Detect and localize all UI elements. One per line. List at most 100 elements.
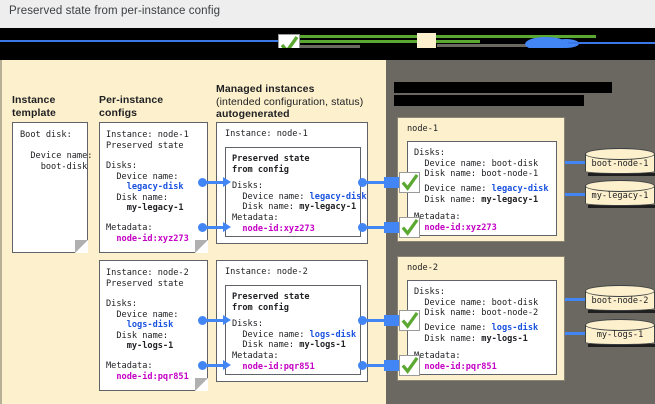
connector-arrow-pic2-disk bbox=[223, 315, 231, 325]
column-header-per-instance-configs: Per-instance configs bbox=[99, 94, 163, 119]
mi1-device-name-label: Device name: bbox=[232, 191, 310, 202]
mi2-preserved-line2: from config bbox=[232, 302, 289, 313]
pic1-metadata-value: node-id:xyz273 bbox=[106, 233, 189, 244]
pic1-device-name-label: Device name: bbox=[106, 171, 179, 182]
pic1-instance-line: Instance: node-1 bbox=[106, 130, 189, 140]
connector-square-mi2-metadata bbox=[384, 360, 400, 371]
disk-cylinder-my-logs-1: my-logs-1 bbox=[585, 319, 655, 345]
connector-dot-mi2-disk bbox=[358, 316, 367, 325]
legend-dark-rule-2 bbox=[437, 44, 547, 47]
node-group-node-1: node-1 Disks: Device name: boot-disk Dis… bbox=[397, 117, 565, 242]
disk-link-boot-node-1 bbox=[565, 161, 585, 164]
boot-device-name-label: Device name: bbox=[20, 151, 93, 162]
disk-shadow-my-logs-1 bbox=[588, 344, 655, 347]
legend-blue-line-icon bbox=[0, 40, 290, 42]
mi1-metadata-value: node-id:xyz273 bbox=[232, 223, 315, 234]
column-header-managed-instances: Managed instances (intended configuratio… bbox=[216, 83, 363, 121]
pic2-disks: Disks: Device name: logs-disk Disk name:… bbox=[106, 299, 178, 352]
disk-label-boot-node-2: boot-node-2 bbox=[591, 296, 649, 306]
connector-line-pic1-metadata bbox=[206, 226, 224, 229]
connector-dot-mi1-disk bbox=[358, 178, 367, 187]
node1-pres-device-value: legacy-disk bbox=[491, 184, 549, 194]
pic1-disks-label: Disks: bbox=[106, 161, 138, 171]
mi2-disk-name-value: my-logs-1 bbox=[299, 340, 346, 351]
connector-dot-mi2-metadata bbox=[358, 361, 367, 370]
connector-line-pic2-disk bbox=[206, 319, 224, 322]
per-instance-head-line1: Per-instance bbox=[99, 94, 164, 106]
legend-dark-rule-1 bbox=[300, 45, 360, 48]
connector-dot-mi1-metadata bbox=[358, 223, 367, 232]
node2-disks-label: Disks: bbox=[414, 287, 446, 297]
node-group-node-2: node-2 Disks: Device name: boot-disk Dis… bbox=[397, 256, 565, 381]
legend-blue-line-icon-2 bbox=[568, 42, 655, 44]
pic1-metadata: Metadata: node-id:xyz273 bbox=[106, 223, 189, 244]
node2-metadata-value: node-id:pqr851 bbox=[414, 361, 497, 372]
status-check-icon-node1-metadata bbox=[399, 217, 420, 238]
node1-metadata: Metadata: node-id:xyz273 bbox=[414, 212, 497, 233]
per-instance-head-line2: configs bbox=[99, 106, 138, 119]
left-pane-edge bbox=[0, 60, 2, 404]
mi2-metadata-label: Metadata: bbox=[232, 351, 279, 361]
instance-template-text: Boot disk: Device name: boot-disk bbox=[20, 130, 92, 172]
connector-line-pic1-disk bbox=[206, 181, 224, 184]
mi2-device-name-value: logs-disk bbox=[309, 329, 357, 340]
mi1-disks: Disks: Device name: legacy-disk Disk nam… bbox=[232, 181, 367, 213]
node2-inner-box: Disks: Device name: boot-disk Disk name:… bbox=[407, 280, 557, 375]
mi2-preserved: Preserved state from config bbox=[232, 292, 310, 313]
node2-boot-device-line: Device name: boot-disk bbox=[414, 297, 539, 308]
mi2-inner-box: Preserved state from config Disks: Devic… bbox=[225, 285, 361, 375]
connector-square-mi1-disk bbox=[384, 177, 400, 188]
disk-cylinder-boot-node-2: boot-node-2 bbox=[585, 285, 655, 311]
connector-line-mi1-disk bbox=[366, 181, 386, 184]
node2-metadata-label: Metadata: bbox=[414, 351, 461, 361]
node2-boot-disk-line: Disk name: boot-node-2 bbox=[414, 308, 539, 319]
pic1-disks: Disks: Device name: legacy-disk Disk nam… bbox=[106, 161, 184, 214]
instance-template-card: Boot disk: Device name: boot-disk bbox=[12, 122, 92, 253]
disk-label-my-logs-1: my-logs-1 bbox=[596, 330, 644, 340]
node1-pres-disk-value: my-legacy-1 bbox=[481, 194, 539, 205]
connector-square-mi2-disk bbox=[384, 315, 400, 326]
disk-shadow-boot-node-2 bbox=[588, 310, 655, 313]
mi2-metadata: Metadata: node-id:pqr851 bbox=[232, 351, 315, 372]
connector-arrow-pic1-disk bbox=[223, 177, 231, 187]
node1-title: node-1 bbox=[407, 124, 439, 134]
diagram-body: Instance template Per-instance configs M… bbox=[0, 60, 655, 404]
connector-arrow-pic1-metadata bbox=[223, 222, 231, 232]
managed-instance-card-node-2: Instance: node-2 Preserved state from co… bbox=[216, 260, 368, 382]
connector-dot-pic1-metadata bbox=[198, 223, 207, 232]
mi1-inner-box: Preserved state from config Disks: Devic… bbox=[225, 147, 367, 237]
mi2-title: Instance: node-2 bbox=[225, 267, 308, 277]
pic1-title: Instance: node-1 Preserved state bbox=[106, 130, 189, 151]
connector-arrow-pic2-metadata bbox=[223, 360, 231, 370]
node1-boot-disk-line: Disk name: boot-node-1 bbox=[414, 169, 539, 180]
managed-instance-card-node-1: Instance: node-1 Preserved state from co… bbox=[216, 122, 368, 244]
node2-pres-device-value: logs-disk bbox=[491, 323, 539, 333]
connector-square-mi1-metadata bbox=[384, 222, 400, 233]
pic2-title: Instance: node-2 Preserved state bbox=[106, 268, 189, 289]
node1-metadata-value: node-id:xyz273 bbox=[414, 222, 497, 233]
disk-shadow-my-legacy-1 bbox=[588, 205, 655, 208]
legend-band bbox=[0, 28, 655, 60]
node1-pres-disks: Device name: legacy-disk Disk name: my-l… bbox=[414, 184, 549, 205]
connector-line-mi1-metadata bbox=[366, 226, 386, 229]
pic2-metadata: Metadata: node-id:pqr851 bbox=[106, 361, 189, 382]
legend-green-rule-2 bbox=[300, 40, 480, 43]
pic1-device-name-value: legacy-disk bbox=[106, 182, 184, 193]
node2-pres-disk-label: Disk name: bbox=[414, 333, 482, 344]
node1-metadata-label: Metadata: bbox=[414, 212, 461, 222]
managed-instances-head-line2: (intended configuration, status) bbox=[216, 95, 364, 108]
column-header-instance-template: Instance template bbox=[12, 94, 56, 119]
pic1-disk-name-value: my-legacy-1 bbox=[106, 203, 184, 214]
node2-title: node-2 bbox=[407, 263, 439, 273]
mi1-disk-name-value: my-legacy-1 bbox=[299, 202, 357, 213]
mi1-preserved-line2: from config bbox=[232, 164, 289, 175]
pic2-disk-name-label: Disk name: bbox=[106, 330, 169, 341]
connector-dot-pic1-disk bbox=[198, 178, 207, 187]
legend-blue-disk-icon-2 bbox=[553, 39, 579, 48]
node1-pres-disk-label: Disk name: bbox=[414, 194, 482, 205]
node1-boot-device-line: Device name: boot-disk bbox=[414, 158, 539, 169]
mi1-title: Instance: node-1 bbox=[225, 129, 308, 139]
disk-label-boot-node-1: boot-node-1 bbox=[591, 159, 649, 169]
pic1-metadata-label: Metadata: bbox=[106, 223, 153, 233]
